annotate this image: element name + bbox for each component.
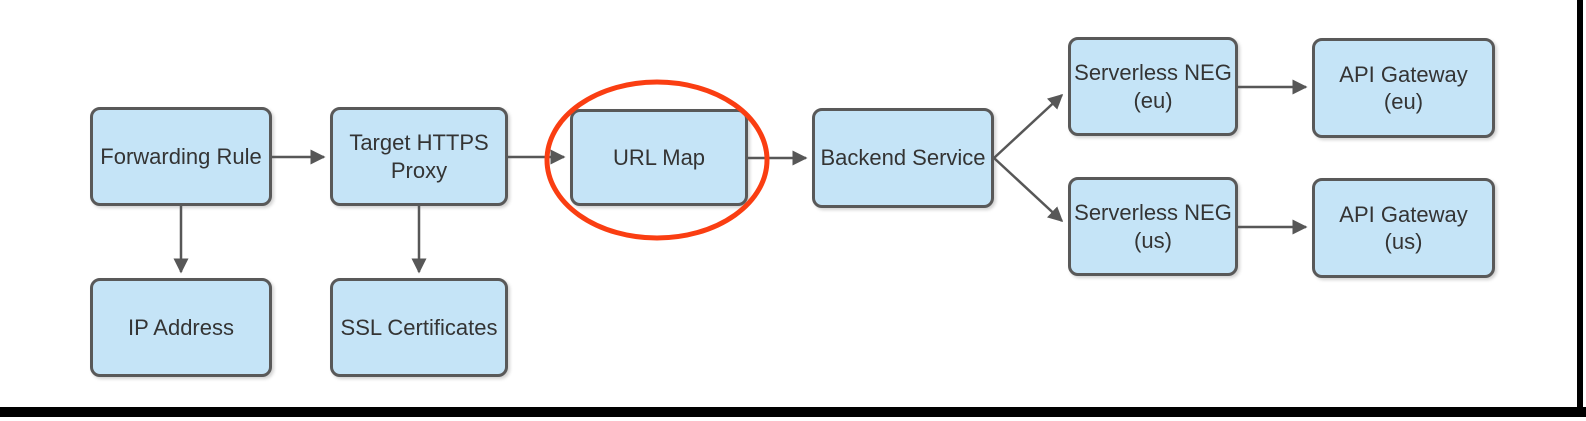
node-url-map: URL Map	[570, 109, 748, 206]
node-ssl-certificates-label: SSL Certificates	[340, 314, 498, 340]
edge-backend-service-to-serverless-neg-us	[993, 157, 1064, 223]
node-serverless-neg-eu-label: Serverless NEG (eu)	[1074, 60, 1232, 113]
node-api-gateway-eu: API Gateway (eu)	[1312, 38, 1495, 138]
node-backend-service: Backend Service	[812, 108, 994, 208]
node-backend-service-label: Backend Service	[820, 145, 986, 171]
node-forwarding-rule-label: Forwarding Rule	[100, 143, 262, 169]
node-ip-address-label: IP Address	[128, 314, 234, 340]
node-serverless-neg-us: Serverless NEG (us)	[1068, 177, 1238, 276]
node-serverless-neg-us-label: Serverless NEG (us)	[1074, 200, 1232, 253]
node-api-gateway-us-label: API Gateway (us)	[1339, 201, 1468, 255]
node-url-map-label: URL Map	[612, 144, 706, 170]
node-api-gateway-eu-label: API Gateway (eu)	[1339, 61, 1468, 115]
edge-backend-service-to-serverless-neg-eu	[993, 93, 1064, 159]
node-api-gateway-us: API Gateway (us)	[1312, 178, 1495, 278]
node-ip-address: IP Address	[90, 278, 272, 377]
node-ssl-certificates: SSL Certificates	[330, 278, 508, 377]
node-forwarding-rule: Forwarding Rule	[90, 107, 272, 206]
node-target-https-proxy: Target HTTPS Proxy	[330, 107, 508, 206]
frame-bottom-bar	[0, 407, 1586, 417]
frame-right-bar	[1577, 0, 1583, 417]
node-target-https-proxy-label: Target HTTPS Proxy	[349, 130, 489, 183]
node-serverless-neg-eu: Serverless NEG (eu)	[1068, 37, 1238, 136]
